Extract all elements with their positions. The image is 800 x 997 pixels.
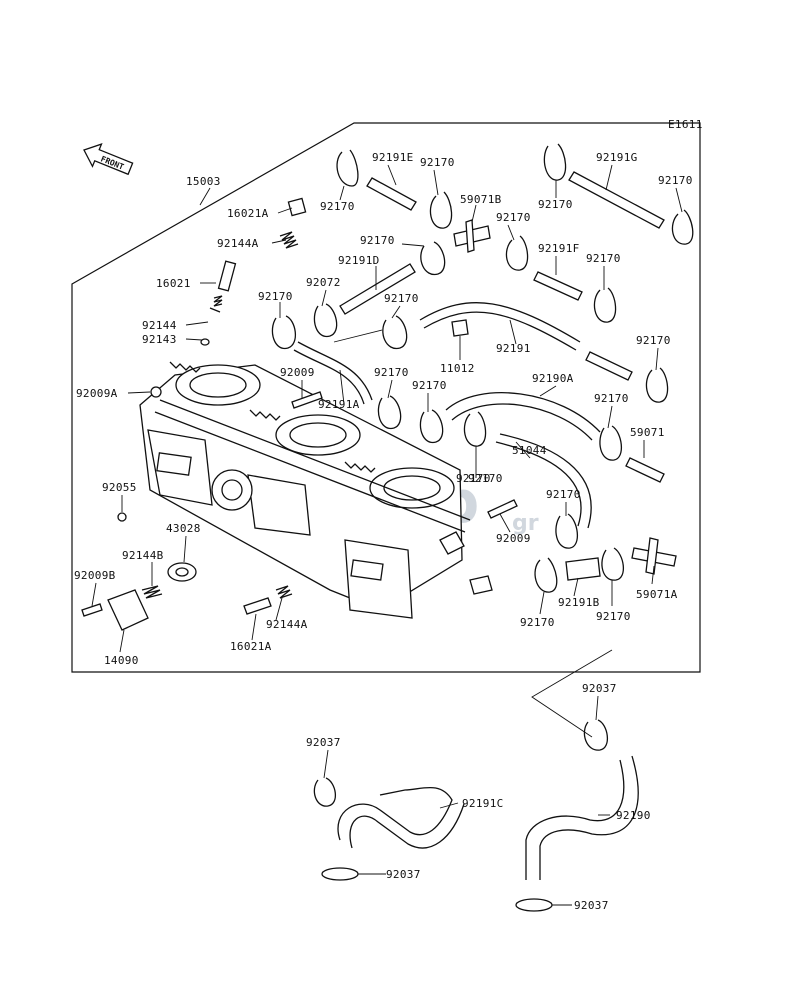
label-92170-m: 92170 [594, 392, 629, 405]
hose-51044 [499, 433, 592, 529]
label-92170-k: 92170 [374, 366, 409, 379]
label-11012: 11012 [440, 362, 475, 375]
label-92170-d: 92170 [658, 174, 693, 187]
label-92170-i: 92170 [384, 292, 419, 305]
label-92191A: 92191A [318, 398, 360, 411]
fitting-59071 [625, 457, 665, 483]
label-59071: 59071 [630, 426, 665, 439]
label-92170-l: 92170 [412, 379, 447, 392]
label-92009B: 92009B [74, 569, 116, 582]
label-92170-b: 92170 [420, 156, 455, 169]
label-92009A: 92009A [76, 387, 118, 400]
label-92072: 92072 [306, 276, 341, 289]
label-92144A-bottom: 92144A [266, 618, 308, 631]
hose-92191 [419, 302, 581, 343]
label-92190: 92190 [616, 809, 651, 822]
front-arrow-icon: FRONT [83, 143, 134, 176]
label-92037-a: 92037 [582, 682, 617, 695]
hose-92191D [339, 263, 416, 315]
part-labels: 15003 16021A 92144A 16021 92144 92143 92… [74, 151, 693, 912]
label-92191D: 92191D [338, 254, 380, 267]
bolt-92009A [150, 386, 162, 398]
label-92190A: 92190A [532, 372, 574, 385]
label-92170-g: 92170 [586, 252, 621, 265]
o-ring-92055 [117, 512, 127, 522]
label-92009-bottom: 92009 [496, 532, 531, 545]
label-92170-f: 92170 [360, 234, 395, 247]
hose-92191G [568, 171, 665, 229]
label-92144B: 92144B [122, 549, 164, 562]
pilot-screw-parts [81, 197, 307, 631]
screw-92009-bottom [487, 499, 518, 519]
assembly-frame [71, 122, 701, 673]
hose-group [293, 171, 677, 581]
carburetor-assembly [139, 361, 493, 619]
diaphragm-43028 [167, 562, 197, 582]
hose-92191F [533, 271, 583, 301]
label-92055: 92055 [102, 481, 137, 494]
label-92191G: 92191G [596, 151, 638, 164]
label-59071A: 59071A [636, 588, 678, 601]
label-92191E: 92191E [372, 151, 414, 164]
label-16021A-top: 16021A [227, 207, 269, 220]
label-92191B: 92191B [558, 596, 600, 609]
hose-92191B [565, 557, 601, 581]
label-92144A-top: 92144A [217, 237, 259, 250]
label-92170-e: 92170 [496, 211, 531, 224]
label-92170-o: 92170 [546, 488, 581, 501]
fitting-11012 [451, 319, 469, 337]
hose-92190 [525, 759, 625, 880]
hose-92191C [337, 786, 453, 841]
leader-lines [91, 164, 683, 906]
label-92009-top: 92009 [280, 366, 315, 379]
hose-92190A [445, 392, 601, 433]
label-15003: 15003 [186, 175, 221, 188]
diagram-code: E1611 [668, 118, 703, 131]
clamp-group [271, 143, 694, 912]
svg-text:gr: gr [512, 511, 539, 536]
label-92170-a: 92170 [320, 200, 355, 213]
label-92037-d: 92037 [574, 899, 609, 912]
hose-92191A [297, 341, 373, 401]
label-92191: 92191 [496, 342, 531, 355]
label-92037-b: 92037 [306, 736, 341, 749]
label-92170-c: 92170 [538, 198, 573, 211]
label-92143: 92143 [142, 333, 177, 346]
screw-92009-top [291, 391, 323, 409]
label-92170-j: 92170 [636, 334, 671, 347]
label-92144: 92144 [142, 319, 177, 332]
label-59071B: 59071B [460, 193, 502, 206]
label-51044: 51044 [512, 444, 547, 457]
label-92170-q: 92170 [520, 616, 555, 629]
label-92170-h: 92170 [258, 290, 293, 303]
label-14090: 14090 [104, 654, 139, 667]
hose-92191E [366, 177, 417, 211]
label-16021A-bottom: 16021A [230, 640, 272, 653]
label-92191F: 92191F [538, 242, 580, 255]
cover-14090 [107, 589, 149, 631]
label-16021: 16021 [156, 277, 191, 290]
label-92170-r: 92170 [596, 610, 631, 623]
label-92170-n: 92170 [456, 472, 491, 485]
label-92191C: 92191C [462, 797, 504, 810]
label-92170-p: 92170 [468, 472, 503, 485]
label-92037-c: 92037 [386, 868, 421, 881]
label-43028: 43028 [166, 522, 201, 535]
lower-hose-leader [531, 649, 613, 738]
